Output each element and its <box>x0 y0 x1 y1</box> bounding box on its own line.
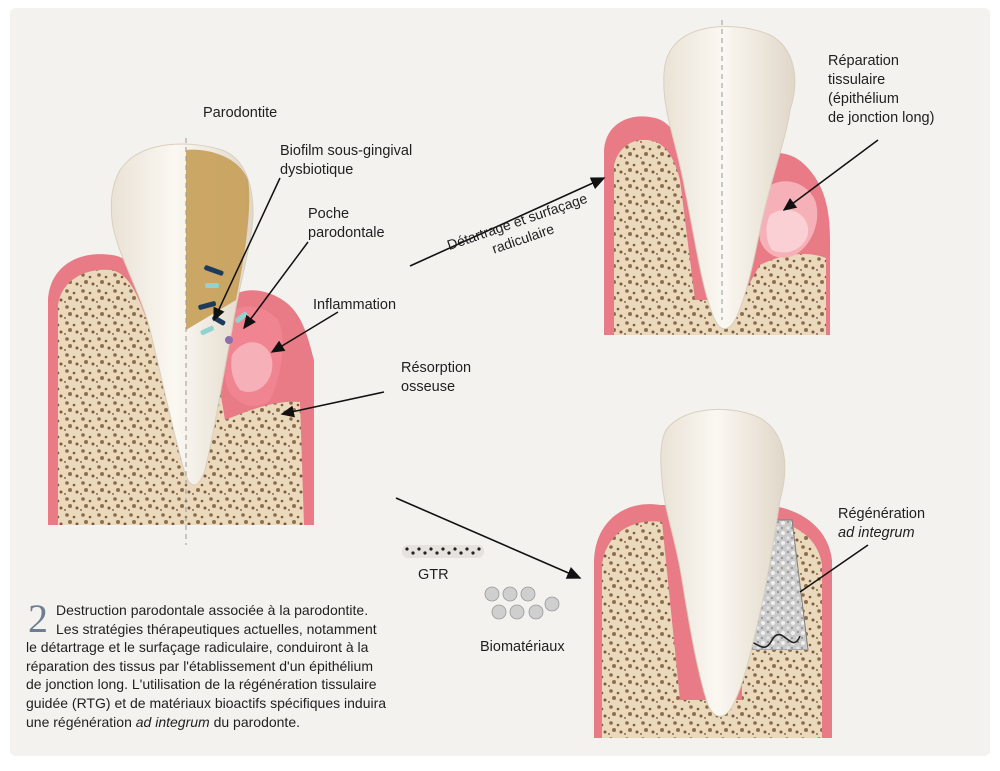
label-resorption-line1: Résorption <box>401 360 472 376</box>
label-reparation: Réparation tissulaire (épithélium de jon… <box>828 52 934 128</box>
repaired-tooth-illustration <box>604 20 830 335</box>
label-resorption-line2: osseuse <box>401 379 456 395</box>
label-poche: Poche parodontale <box>308 205 385 243</box>
caption-line-7-prefix: une régénération <box>26 713 136 730</box>
caption-line-3: le détartrage et le surfaçage radiculair… <box>26 639 369 656</box>
caption-line-5: de jonction long. L'utilisation de la ré… <box>26 676 377 693</box>
label-biofilm-line2: dysbiotique <box>280 162 354 178</box>
label-poche-line2: parodontale <box>308 225 385 241</box>
label-regeneration-italic: ad integrum <box>838 525 915 541</box>
gtr-membrane-icon <box>402 545 484 558</box>
caption-line-2: Les stratégies thérapeutiques actuelles,… <box>56 620 377 637</box>
caption-line-7-suffix: du parodonte. <box>209 713 300 730</box>
pointer-arrows <box>213 139 879 593</box>
figure-caption: 2 Destruction parodontale associée à la … <box>26 596 446 732</box>
process-arrow-repair <box>409 177 606 267</box>
label-regeneration-line2: ad integrum <box>838 524 925 543</box>
process-arrow-regeneration <box>395 497 582 579</box>
caption-line-7-italic: ad integrum <box>135 713 210 730</box>
caption-line-7: une régénération ad integrum du parodont… <box>26 713 446 732</box>
caption-line-4: réparation des tissus par l'établissemen… <box>26 657 373 674</box>
label-regeneration-line1: Régénération <box>838 506 926 522</box>
label-regeneration: Régénération ad integrum <box>838 505 925 543</box>
biomaterial-spheres-icon <box>484 586 560 620</box>
label-poche-line1: Poche <box>308 206 350 222</box>
label-reparation-line2: tissulaire <box>828 72 886 88</box>
caption-line-1: Destruction parodontale associée à la pa… <box>56 602 369 618</box>
regenerated-tooth-illustration <box>594 408 832 738</box>
label-biofilm-line1: Biofilm sous-gingival <box>280 143 413 159</box>
label-parodontite: Parodontite <box>203 105 278 121</box>
caption-number: 2 <box>28 596 48 641</box>
label-reparation-line4: de jonction long) <box>828 110 935 126</box>
label-inflammation: Inflammation <box>313 297 397 313</box>
label-biofilm: Biofilm sous-gingival dysbiotique <box>280 142 412 180</box>
label-biomateriaux: Biomatériaux <box>480 639 565 655</box>
caption-line-6: guidée (RTG) et de matériaux bioactifs s… <box>26 694 387 711</box>
label-resorption: Résorption osseuse <box>401 359 471 397</box>
label-gtr: GTR <box>418 567 449 583</box>
label-reparation-line3: (épithélium <box>828 91 899 107</box>
label-reparation-line1: Réparation <box>828 53 899 69</box>
